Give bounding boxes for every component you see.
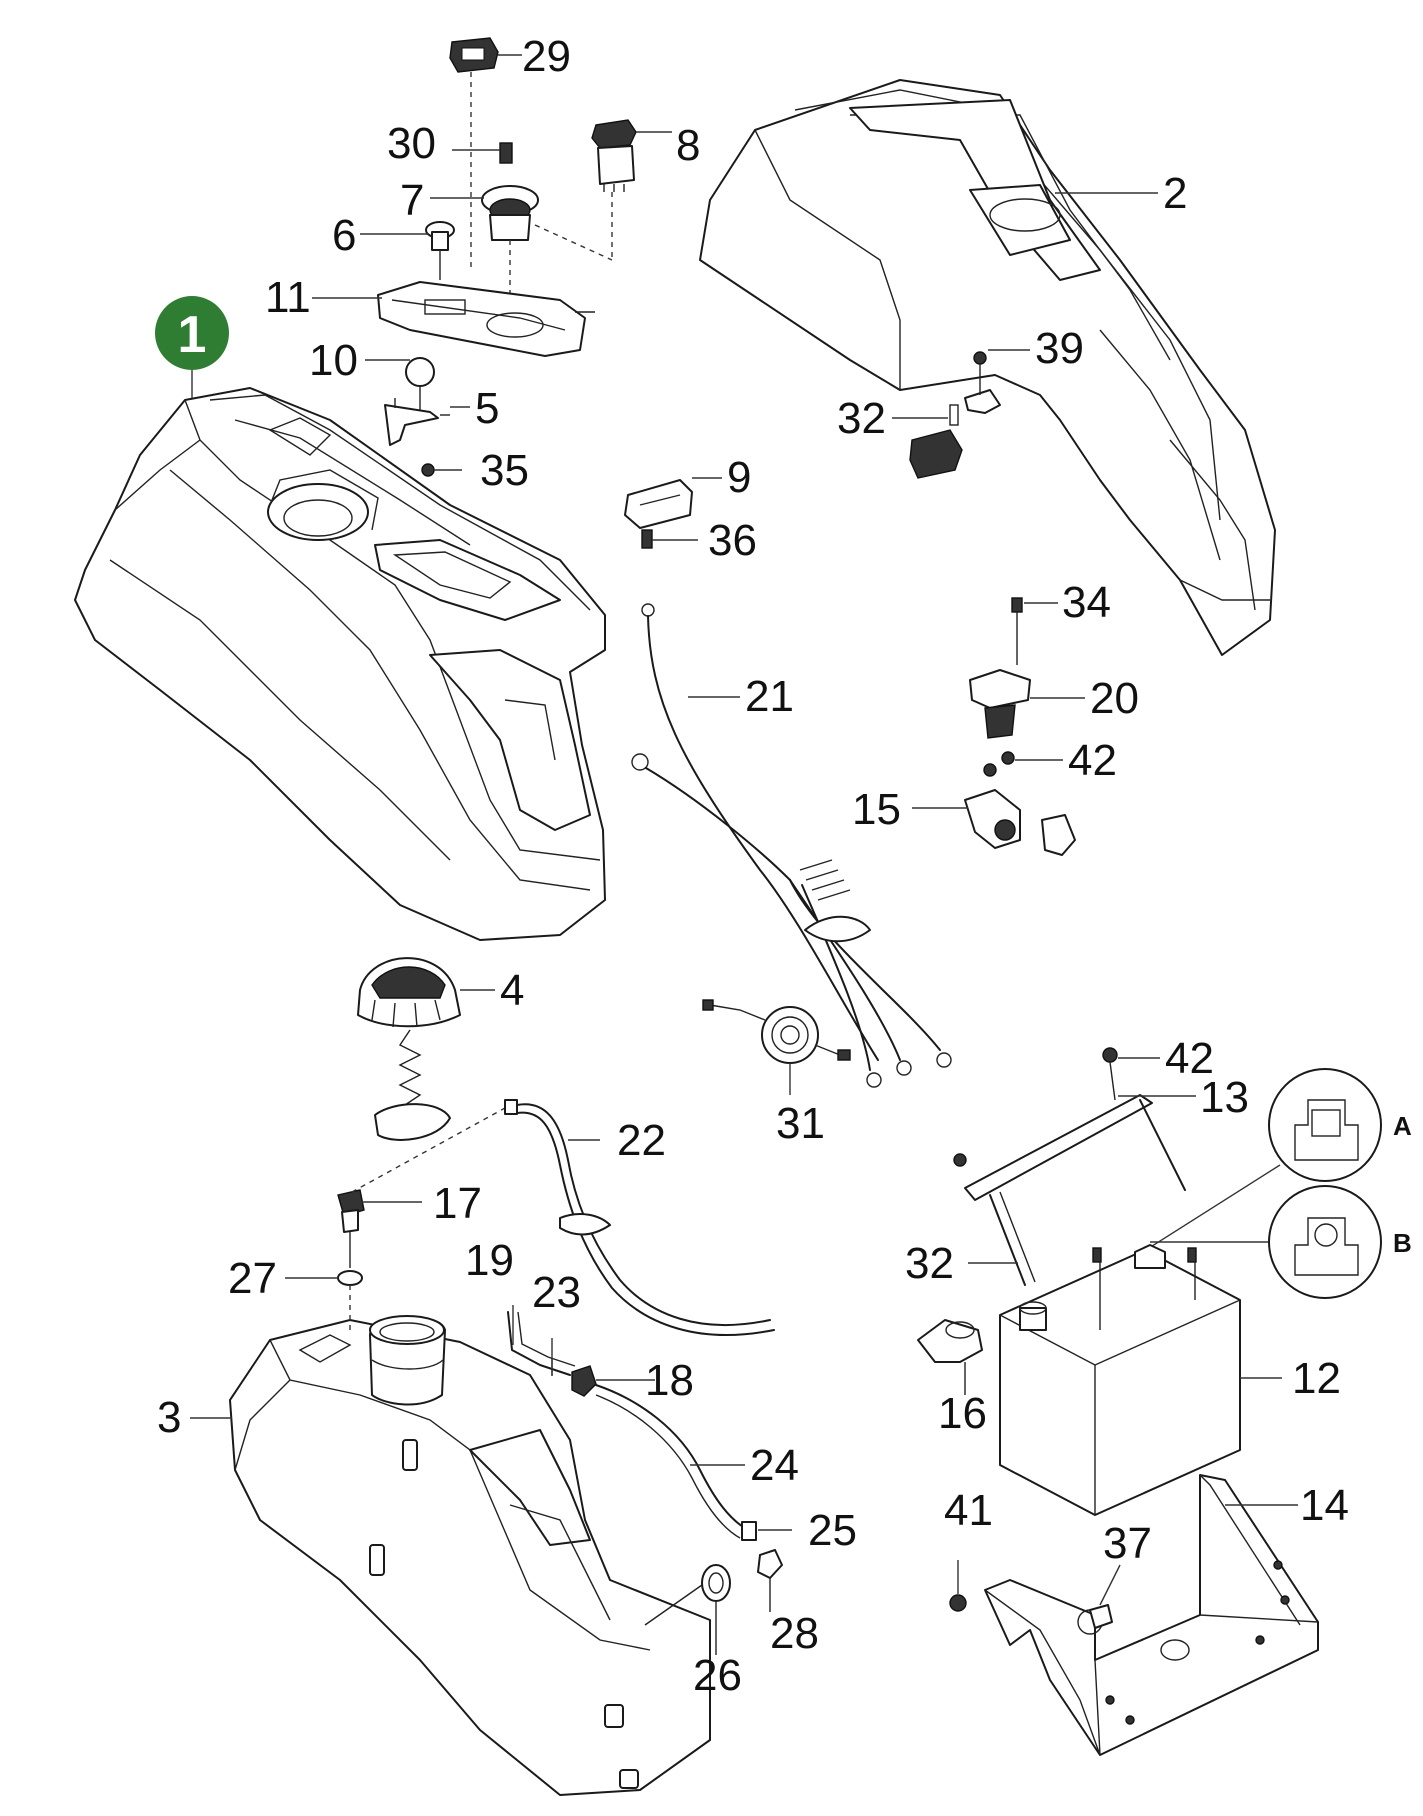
detail-b: B: [1150, 1185, 1412, 1299]
part-19-hose[interactable]: [507, 1311, 576, 1376]
callout-27: 27: [228, 1254, 277, 1303]
callout-29: 29: [522, 32, 571, 81]
part-21-cable-harness[interactable]: [631, 603, 952, 1088]
part-3-fuel-tank[interactable]: [229, 1315, 711, 1796]
callout-9: 9: [727, 453, 751, 502]
part-9-bracket[interactable]: [624, 479, 693, 529]
callout-23: 23: [532, 1268, 581, 1317]
callout-18: 18: [645, 1356, 694, 1405]
part-12-battery[interactable]: [999, 1244, 1241, 1516]
badge-part-1: 1: [155, 296, 229, 398]
part-14-battery-tray[interactable]: [984, 1474, 1319, 1756]
callout-5: 5: [475, 384, 499, 433]
part-7-ignition-switch[interactable]: [481, 185, 539, 241]
part-30-fuse[interactable]: [499, 142, 513, 164]
callout-11: 11: [265, 273, 311, 322]
callout-42b: 42: [1165, 1034, 1214, 1083]
part-4-fuel-cap[interactable]: [357, 957, 461, 1141]
part-24-fuel-line[interactable]: [595, 1384, 749, 1539]
part-16-terminal-cover[interactable]: [917, 1319, 983, 1395]
callout-41: 41: [944, 1486, 993, 1535]
part-18-connector[interactable]: [571, 1365, 597, 1397]
callout-31: 31: [776, 1099, 825, 1148]
part-39-bolt[interactable]: [964, 351, 1001, 414]
detail-a: A: [1129, 1068, 1412, 1261]
part-10-shift-knob[interactable]: [405, 357, 435, 410]
callout-labels: 29 30 8 7 6 11 10 5 35 2 39 32 9 36 21 3…: [157, 32, 1349, 1700]
callout-16: 16: [938, 1389, 987, 1438]
callout-24: 24: [750, 1441, 799, 1490]
callout-13: 13: [1200, 1073, 1249, 1122]
callout-12: 12: [1292, 1354, 1341, 1403]
callout-34: 34: [1062, 578, 1111, 627]
callout-26: 26: [693, 1651, 742, 1700]
part-36-screw[interactable]: [641, 529, 653, 549]
detail-b-label: B: [1393, 1228, 1412, 1258]
part-1-console-cover[interactable]: [74, 387, 606, 941]
callout-17: 17: [433, 1179, 482, 1228]
callout-2: 2: [1163, 169, 1187, 218]
part-32-clip-upper[interactable]: [909, 404, 963, 479]
callout-14: 14: [1300, 1481, 1349, 1530]
part-5-bracket[interactable]: [384, 398, 450, 446]
callout-20: 20: [1090, 674, 1139, 723]
callout-22: 22: [617, 1116, 666, 1165]
callout-10: 10: [309, 336, 358, 385]
part-22-vent-hose[interactable]: [351, 1099, 775, 1336]
callout-37: 37: [1103, 1519, 1152, 1568]
part-42-nut-lower[interactable]: [1102, 1047, 1118, 1063]
part-34-screw[interactable]: [1011, 597, 1023, 665]
part-8-relay[interactable]: [591, 119, 637, 192]
part-2-rear-cover[interactable]: [699, 79, 1276, 656]
callout-8: 8: [676, 121, 700, 170]
callout-4: 4: [500, 966, 524, 1015]
part-15-sensor[interactable]: [964, 789, 1076, 856]
part-35-screw[interactable]: [421, 463, 435, 477]
callout-6: 6: [332, 211, 356, 260]
part-31-horn[interactable]: [702, 999, 851, 1064]
callout-32b: 32: [905, 1239, 954, 1288]
callout-3: 3: [157, 1393, 181, 1442]
part-6-knob[interactable]: [425, 221, 455, 280]
part-37-clip[interactable]: [1089, 1604, 1113, 1629]
part-20-sensor-bracket[interactable]: [969, 669, 1031, 739]
part-13-hold-down-bar[interactable]: [953, 1061, 1186, 1201]
badge-label: 1: [178, 306, 207, 364]
part-29-switch[interactable]: [449, 37, 499, 73]
callout-35: 35: [480, 446, 529, 495]
callout-19: 19: [465, 1236, 514, 1285]
part-11-switch-panel[interactable]: [377, 281, 595, 357]
callout-39: 39: [1035, 324, 1084, 373]
part-25-fitting[interactable]: [741, 1521, 757, 1541]
callout-28: 28: [770, 1609, 819, 1658]
callout-36: 36: [708, 516, 757, 565]
part-28-elbow[interactable]: [757, 1549, 783, 1612]
detail-a-label: A: [1393, 1111, 1412, 1141]
part-26-grommet[interactable]: [644, 1564, 731, 1655]
callout-7: 7: [400, 176, 424, 225]
part-32-rod-lower[interactable]: [989, 1191, 1036, 1286]
callout-32a: 32: [837, 394, 886, 443]
callout-21: 21: [745, 672, 794, 721]
callout-30: 30: [387, 119, 436, 168]
part-41-nut[interactable]: [949, 1594, 967, 1612]
callout-25: 25: [808, 1506, 857, 1555]
callout-42a: 42: [1068, 736, 1117, 785]
callout-15: 15: [852, 785, 901, 834]
part-42-nut-upper[interactable]: [983, 751, 1015, 777]
part-17-rollover-valve[interactable]: [337, 1189, 365, 1268]
